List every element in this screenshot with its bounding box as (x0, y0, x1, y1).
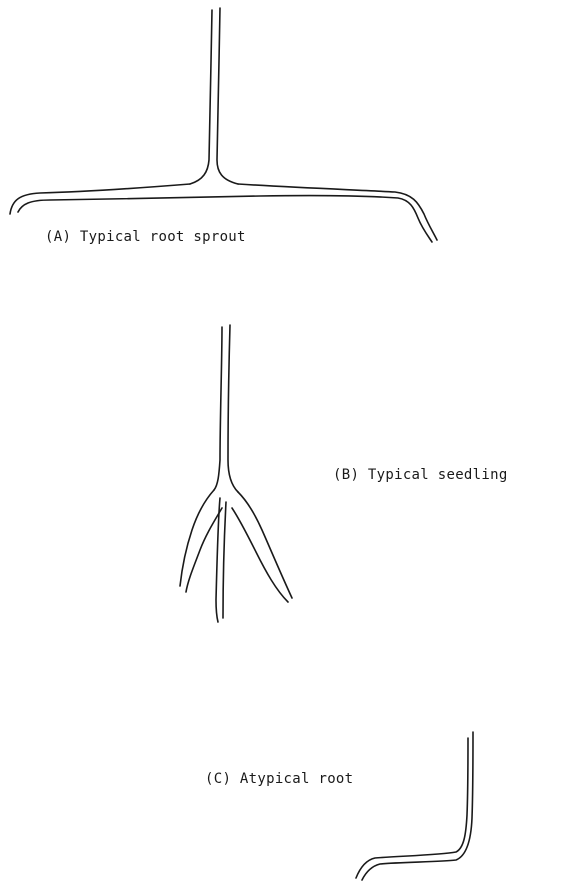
seedling-root-left (180, 490, 222, 592)
seedling-root-right (232, 492, 292, 602)
caption-c: (C) Atypical root (205, 771, 353, 787)
atypical-root-drawing (356, 732, 473, 880)
seedling-stem-right (228, 325, 238, 492)
caption-a: (A) Typical root sprout (45, 229, 246, 245)
seedling-stem-left (214, 327, 222, 490)
atypical-root-outer (356, 738, 468, 878)
root-sprout-drawing (10, 8, 437, 242)
seedling-drawing (180, 325, 292, 622)
sprout-shoot-left (190, 10, 212, 184)
sprout-shoot-right (217, 8, 238, 184)
caption-b: (B) Typical seedling (333, 467, 508, 483)
